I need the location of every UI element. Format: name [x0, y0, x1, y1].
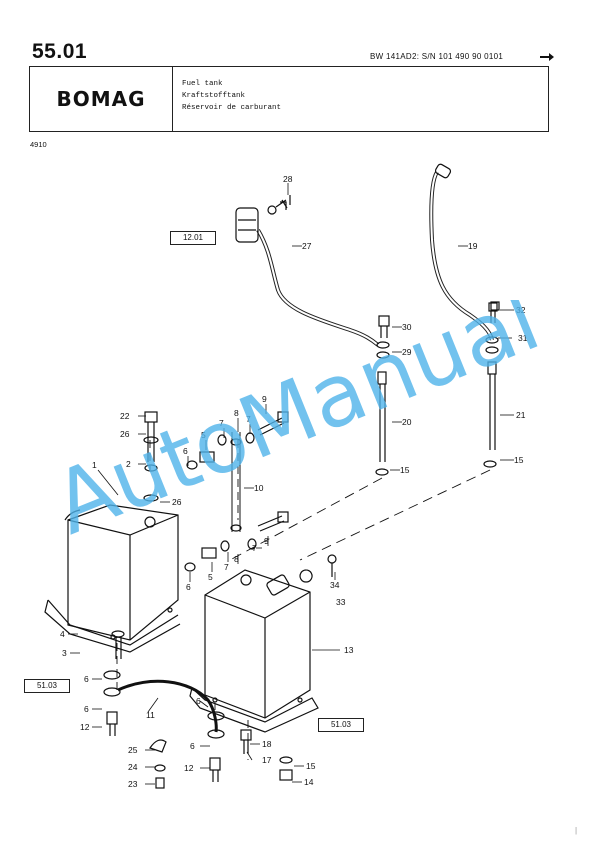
callout-12: 12 [184, 763, 194, 773]
title-fr: Réservoir de carburant [182, 104, 282, 112]
callout-3: 3 [62, 648, 67, 658]
callout-34: 34 [330, 580, 340, 590]
footer-mark: | [575, 826, 578, 835]
callout-6: 6 [186, 582, 191, 592]
banjo-fitting [235, 199, 287, 243]
fitting-19-end [434, 163, 452, 179]
arrow-right-icon [540, 53, 554, 61]
callout-5: 5 [201, 430, 206, 440]
callout-7: 7 [246, 414, 251, 424]
callout-9: 9 [262, 394, 267, 404]
fuel-tank-13 [189, 569, 319, 733]
ref-box-12-01[interactable]: 12.01 [170, 231, 216, 245]
callout-6: 6 [196, 696, 201, 706]
callout-6: 6 [84, 674, 89, 684]
callout-6: 6 [190, 741, 195, 751]
callout-2: 2 [126, 459, 131, 469]
callout-11: 11 [146, 710, 155, 720]
callout-22: 22 [120, 411, 130, 421]
callout-8: 8 [234, 408, 239, 418]
callout-30: 30 [402, 322, 412, 332]
ref-box-51-03-left[interactable]: 51.03 [24, 679, 70, 693]
callout-6: 6 [183, 446, 188, 456]
title-de: Kraftstofftank [182, 92, 246, 100]
pipe-21 [483, 302, 499, 468]
callout-21: 21 [516, 410, 526, 420]
callout-25: 25 [128, 745, 138, 755]
watermark: AutoManual [60, 300, 553, 554]
logo-cell: BOMAG [30, 67, 173, 131]
strap-11 [117, 679, 218, 733]
callout-5: 5 [208, 572, 213, 582]
callout-28: 28 [283, 174, 293, 184]
callout-6: 6 [84, 704, 89, 714]
title-lines: Fuel tank Kraftstofftank Réservoir de ca… [182, 78, 281, 114]
title-block: BOMAG Fuel tank Kraftstofftank Réservoir… [29, 66, 549, 132]
callout-26: 26 [120, 429, 130, 439]
doc-code: 4910 [30, 140, 47, 149]
callout-26: 26 [172, 497, 182, 507]
callout-31: 31 [518, 333, 528, 343]
leader-lines [68, 183, 514, 785]
callout-9: 9 [264, 536, 269, 546]
callout-18: 18 [262, 739, 272, 749]
callout-15: 15 [514, 455, 524, 465]
callout-32: 32 [516, 305, 526, 315]
callout-7: 7 [219, 418, 224, 428]
callout-7: 7 [252, 543, 257, 553]
callout-7: 7 [224, 562, 229, 572]
callout-15: 15 [400, 465, 410, 475]
model-serial-line: BW 141AD2: S/N 101 490 90 0101 [370, 52, 504, 61]
callout-15: 15 [306, 761, 316, 771]
callout-1: 1 [92, 460, 97, 470]
callout-8: 8 [234, 554, 239, 564]
callout-4: 4 [60, 629, 65, 639]
callout-33: 33 [336, 597, 346, 607]
ref-box-51-03-right[interactable]: 51.03 [318, 718, 364, 732]
callout-19: 19 [468, 241, 478, 251]
callout-23: 23 [128, 779, 138, 789]
callout-12: 12 [80, 722, 90, 732]
callout-17: 17 [262, 755, 272, 765]
callout-20: 20 [402, 417, 412, 427]
watermark-text: AutoManual [60, 300, 553, 554]
callout-29: 29 [402, 347, 412, 357]
callout-14: 14 [304, 777, 314, 787]
callout-24: 24 [128, 762, 138, 772]
page-number: 55.01 [32, 40, 88, 63]
callout-10: 10 [254, 483, 264, 493]
bomag-logo: BOMAG [56, 87, 146, 111]
callout-27: 27 [302, 241, 312, 251]
title-en: Fuel tank [182, 80, 223, 88]
pipe-20 [375, 315, 390, 476]
callout-13: 13 [344, 645, 354, 655]
hardware [103, 195, 500, 789]
